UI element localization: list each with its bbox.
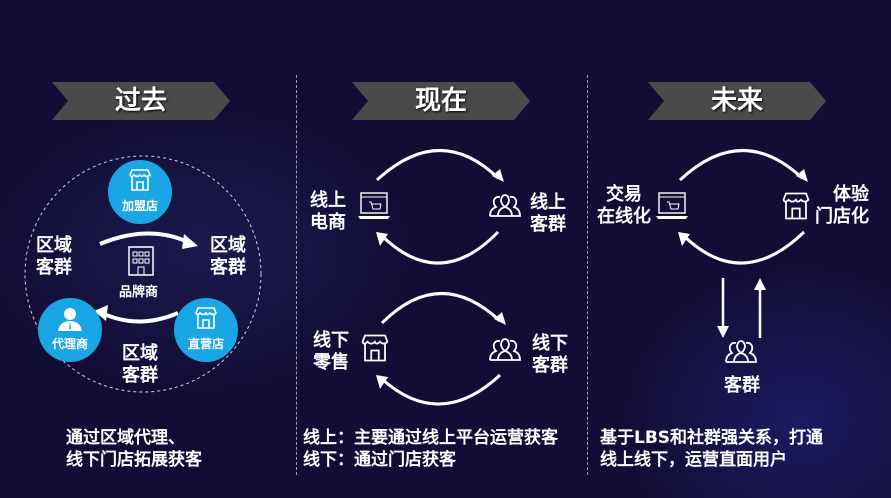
node-agent: 代理商: [38, 298, 102, 362]
storefront-icon: [195, 307, 217, 329]
offline-retail-label: 线下零售: [313, 330, 349, 373]
region-label-left: 区域客群: [36, 235, 72, 278]
experience-store-label: 体验门店化: [815, 184, 869, 227]
cycle-arrows-online: [375, 149, 504, 265]
laptop-cart-icon: [358, 192, 390, 219]
column-divider-2: [587, 75, 588, 475]
banner-arrow-shape: [648, 82, 826, 120]
region-label-right: 区域客群: [210, 235, 246, 278]
caption-present: 线上：主要通过线上平台运营获客线下：通过门店获客: [303, 428, 558, 470]
caption-past: 通过区域代理、线下门店拓展获客: [66, 428, 202, 470]
laptop-cart-icon: [656, 192, 688, 219]
agent-person-icon: [58, 308, 82, 331]
users-icon: [489, 338, 521, 361]
online-ecommerce-label: 线上电商: [310, 190, 346, 233]
banner-title: 现在: [414, 86, 467, 116]
region-label-bottom: 区域客群: [122, 343, 158, 386]
node-franchise-store: 加盟店: [108, 160, 172, 224]
storefront-icon: [782, 192, 810, 220]
cycle-arrows-future: [678, 149, 808, 265]
storefront-icon: [361, 334, 389, 362]
storefront-icon: [129, 169, 151, 191]
brand-owner-label: 品牌商: [119, 285, 159, 300]
dashed-circle: [24, 155, 262, 393]
online-customers-label: 线上客群: [530, 192, 566, 235]
users-icon: [489, 194, 521, 217]
banner-past: 过去: [52, 82, 230, 120]
banner-future: 未来: [648, 82, 826, 120]
column-divider-1: [296, 75, 297, 475]
node-direct-store: 直营店: [174, 298, 238, 362]
online-transaction-label: 交易在线化: [597, 184, 651, 227]
users-icon: [725, 340, 757, 363]
banner-arrow-shape: [352, 82, 530, 120]
customers-label: 客群: [724, 375, 760, 396]
banner-title: 过去: [114, 86, 167, 116]
banner-present: 现在: [352, 82, 530, 120]
cycle-arrows-offline: [376, 292, 506, 406]
caption-future: 基于LBS和社群强关系，打通线上线下，运营直面用户: [600, 428, 824, 470]
building-icon: [128, 246, 154, 276]
banner-arrow-shape: [52, 82, 230, 120]
offline-customers-label: 线下客群: [532, 333, 568, 376]
bidirectional-arrows: [717, 278, 766, 338]
banner-title: 未来: [710, 86, 763, 116]
